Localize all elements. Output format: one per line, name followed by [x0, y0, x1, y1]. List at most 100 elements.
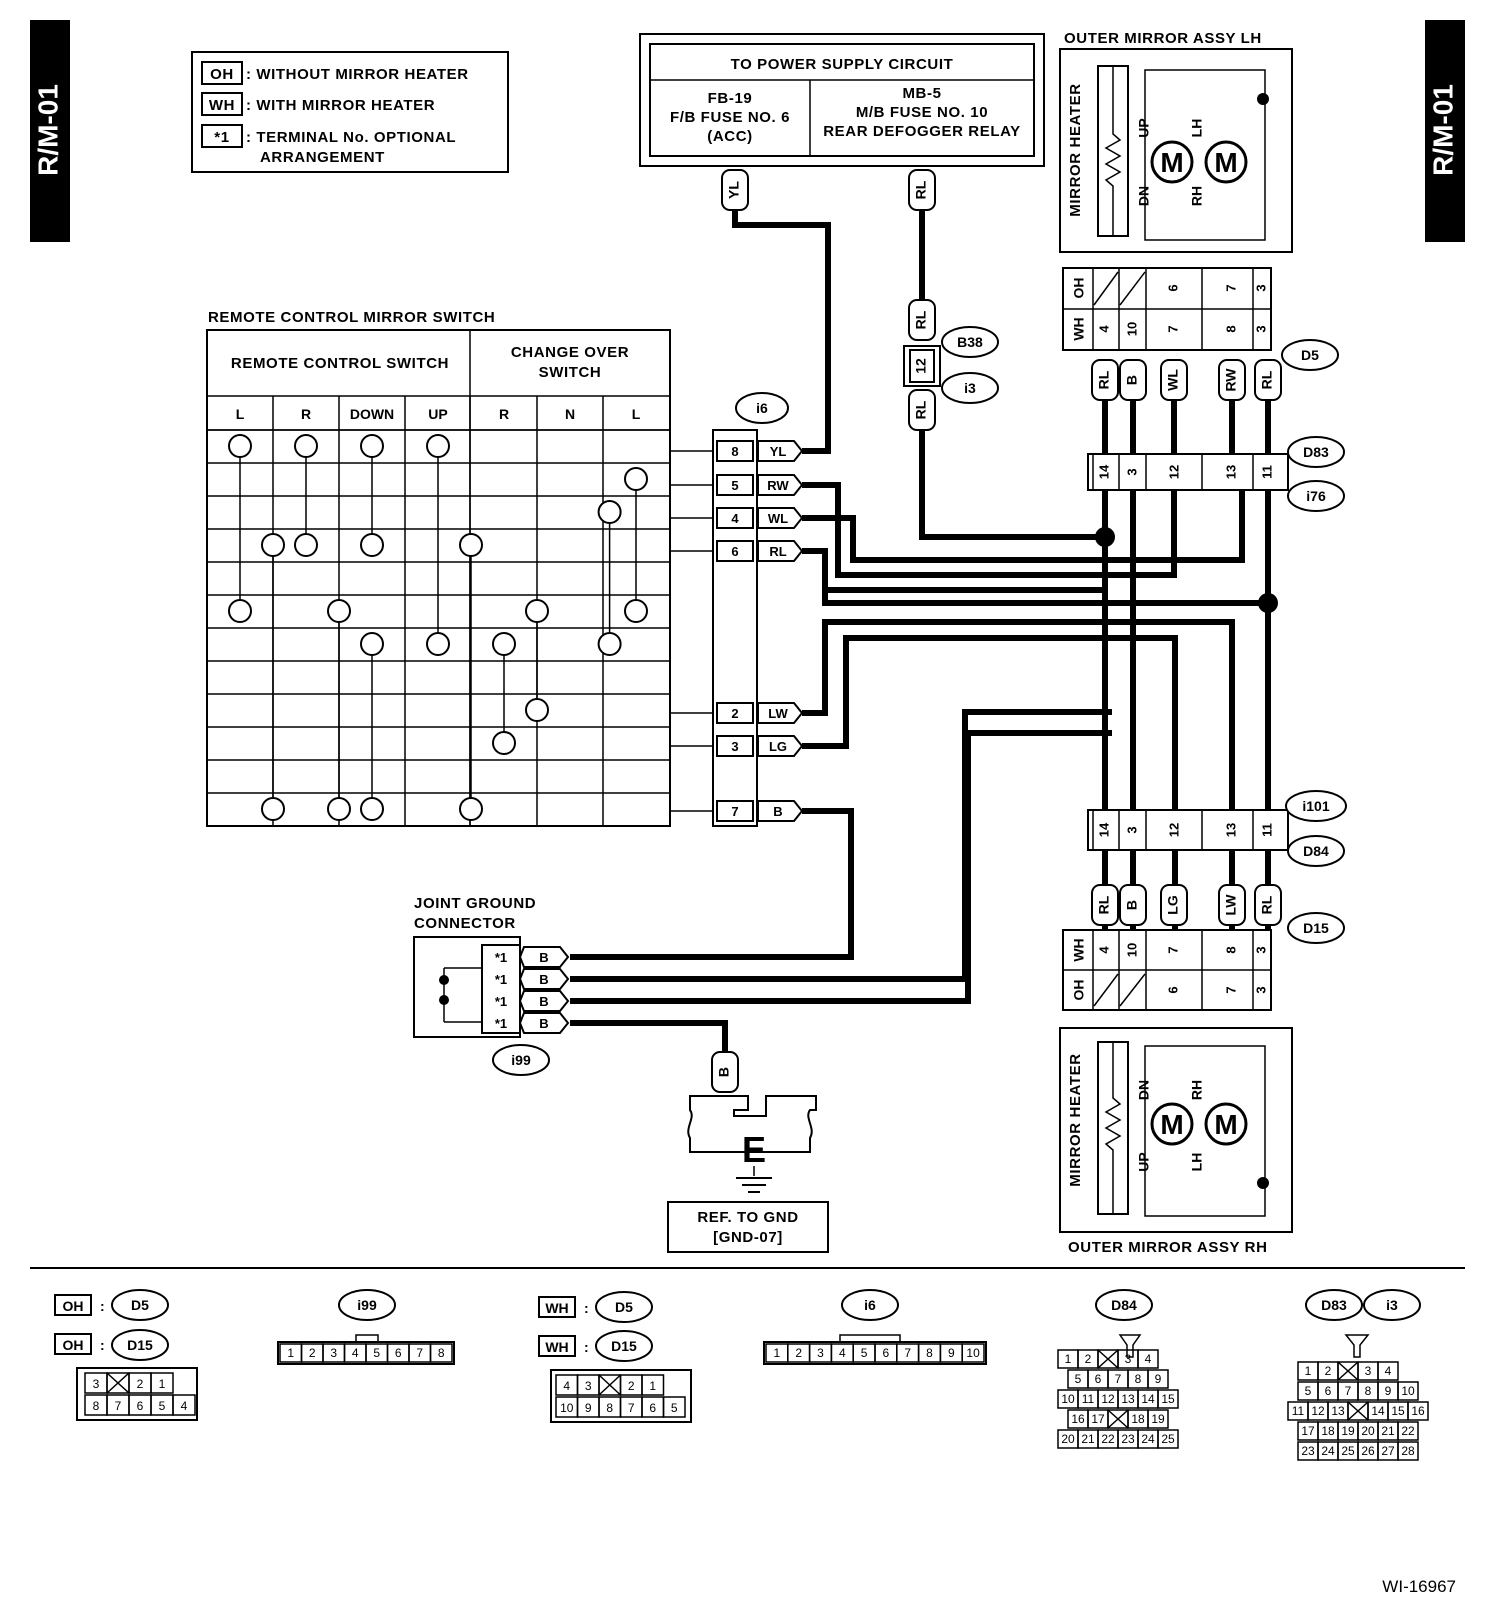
svg-text:F/B FUSE NO. 6: F/B FUSE NO. 6: [670, 109, 790, 126]
face-pin: 2: [1085, 1352, 1092, 1366]
inline-pin: 12: [1166, 823, 1181, 837]
wire-tag-rl-top: RL: [908, 169, 936, 211]
face-pin: 28: [1401, 1444, 1415, 1458]
svg-text:WH: WH: [545, 1300, 568, 1316]
face-pin: 2: [1325, 1364, 1332, 1378]
d5-label: D5: [1301, 347, 1319, 363]
svg-text:REAR DEFOGGER RELAY: REAR DEFOGGER RELAY: [823, 123, 1021, 140]
face-pin: 14: [1371, 1404, 1385, 1418]
svg-text:WH: WH: [545, 1339, 568, 1355]
face-pin: 5: [373, 1346, 380, 1360]
d5-wire-tag: RL: [1259, 370, 1275, 389]
power-supply-box: TO POWER SUPPLY CIRCUIT FB-19 F/B FUSE N…: [639, 33, 1045, 167]
svg-text:12: 12: [913, 358, 929, 374]
i99-label: i99: [511, 1052, 531, 1068]
d5-wh-pin: 7: [1165, 325, 1180, 332]
face-pin: 6: [649, 1401, 656, 1415]
face-pin: 9: [585, 1401, 592, 1415]
switch-contact: [459, 797, 483, 821]
d15-wire-tag: RL: [1096, 895, 1112, 914]
svg-text:RL: RL: [913, 180, 929, 199]
svg-text:i101: i101: [1302, 798, 1329, 814]
face-pin: 7: [115, 1399, 122, 1413]
switch-contact: [327, 599, 351, 623]
svg-text:M: M: [1214, 1109, 1237, 1140]
power-supply-title: TO POWER SUPPLY CIRCUIT: [731, 56, 954, 73]
svg-text:DN: DN: [1136, 1080, 1152, 1100]
face-pin: 3: [1365, 1364, 1372, 1378]
inline-pin: 11: [1259, 465, 1274, 479]
face-pin: 25: [1341, 1444, 1355, 1458]
legend-wh-text: : WITH MIRROR HEATER: [246, 97, 435, 114]
b38-connector: RL 12 RL B38 i3: [903, 299, 999, 431]
face-pin: 8: [1365, 1384, 1372, 1398]
i6-pin-number: 3: [731, 739, 738, 754]
svg-text:i6: i6: [864, 1297, 876, 1313]
face-pin: 12: [1311, 1404, 1325, 1418]
svg-text:D84: D84: [1111, 1297, 1137, 1313]
legend-box: OH : WITHOUT MIRROR HEATER WH : WITH MIR…: [191, 51, 509, 173]
i6-pin-number: 7: [731, 804, 738, 819]
face-pin: 3: [93, 1377, 100, 1391]
d5-oh-pin: 7: [1223, 284, 1238, 291]
face-pin: 4: [839, 1346, 846, 1360]
face-pin: 24: [1141, 1432, 1155, 1446]
svg-text:LH: LH: [1189, 1153, 1205, 1172]
face-pin: 1: [774, 1346, 781, 1360]
svg-text:RL: RL: [913, 310, 929, 329]
svg-text:MIRROR HEATER: MIRROR HEATER: [1067, 83, 1084, 216]
face-pin: 7: [628, 1401, 635, 1415]
i99-wire: B: [539, 972, 548, 987]
face-pin: 3: [1125, 1352, 1132, 1366]
mirror-lh-title: OUTER MIRROR ASSY LH: [1064, 30, 1262, 47]
svg-text:D83: D83: [1303, 444, 1329, 460]
i99-pin: *1: [495, 1016, 507, 1031]
face-pin: 2: [628, 1379, 635, 1393]
face-pin: 4: [181, 1399, 188, 1413]
i6-pin-number: 8: [731, 444, 738, 459]
inline-pin: 14: [1096, 822, 1111, 837]
i99-pin: *1: [495, 994, 507, 1009]
switch-contact: [426, 632, 450, 656]
switch-contact: [360, 533, 384, 557]
d15-wire-tag: B: [1124, 900, 1140, 910]
d15-wh-pin: 7: [1165, 946, 1180, 953]
svg-text::: :: [100, 1298, 105, 1314]
switch-contact: [294, 434, 318, 458]
svg-text:M: M: [1160, 1109, 1183, 1140]
legend-star-code: *1: [214, 129, 229, 146]
face-pin: 15: [1161, 1392, 1175, 1406]
face-pin: 10: [966, 1346, 980, 1360]
i6-pin-color: RW: [767, 478, 789, 493]
d5-wh-pin: 10: [1124, 322, 1139, 336]
face-pin: 6: [1325, 1384, 1332, 1398]
face-pin: 25: [1161, 1432, 1175, 1446]
d5-oh-pin: 3: [1253, 284, 1268, 291]
svg-text:R/M-01: R/M-01: [1427, 84, 1458, 176]
d15-wire-tag: LW: [1223, 894, 1239, 916]
mirror-switch: REMOTE CONTROL MIRROR SWITCH REMOTE CONT…: [206, 309, 713, 827]
svg-text:M/B FUSE NO. 10: M/B FUSE NO. 10: [856, 104, 988, 121]
d5-wh-pin: 3: [1253, 325, 1268, 332]
inline-pin: 3: [1124, 468, 1139, 475]
svg-text:YL: YL: [726, 181, 742, 199]
face-pin: 4: [563, 1379, 570, 1393]
legend-wh-code: WH: [209, 97, 235, 114]
face-pin: 7: [1115, 1372, 1122, 1386]
switch-contact: [426, 434, 450, 458]
face-pin: 4: [1145, 1352, 1152, 1366]
svg-text:MIRROR HEATER: MIRROR HEATER: [1067, 1053, 1084, 1186]
svg-text:[GND-07]: [GND-07]: [713, 1229, 783, 1246]
face-pin: 11: [1292, 1404, 1305, 1418]
face-pin: 3: [585, 1379, 592, 1393]
svg-text:i3: i3: [1386, 1297, 1398, 1313]
i6-label: i6: [756, 400, 768, 416]
face-pin: 2: [795, 1346, 802, 1360]
face-pin: 1: [287, 1346, 294, 1360]
face-pin: 10: [1401, 1384, 1415, 1398]
face-pin: 5: [861, 1346, 868, 1360]
d5-wire-tag: RW: [1223, 368, 1239, 392]
svg-text:R: R: [301, 406, 311, 422]
